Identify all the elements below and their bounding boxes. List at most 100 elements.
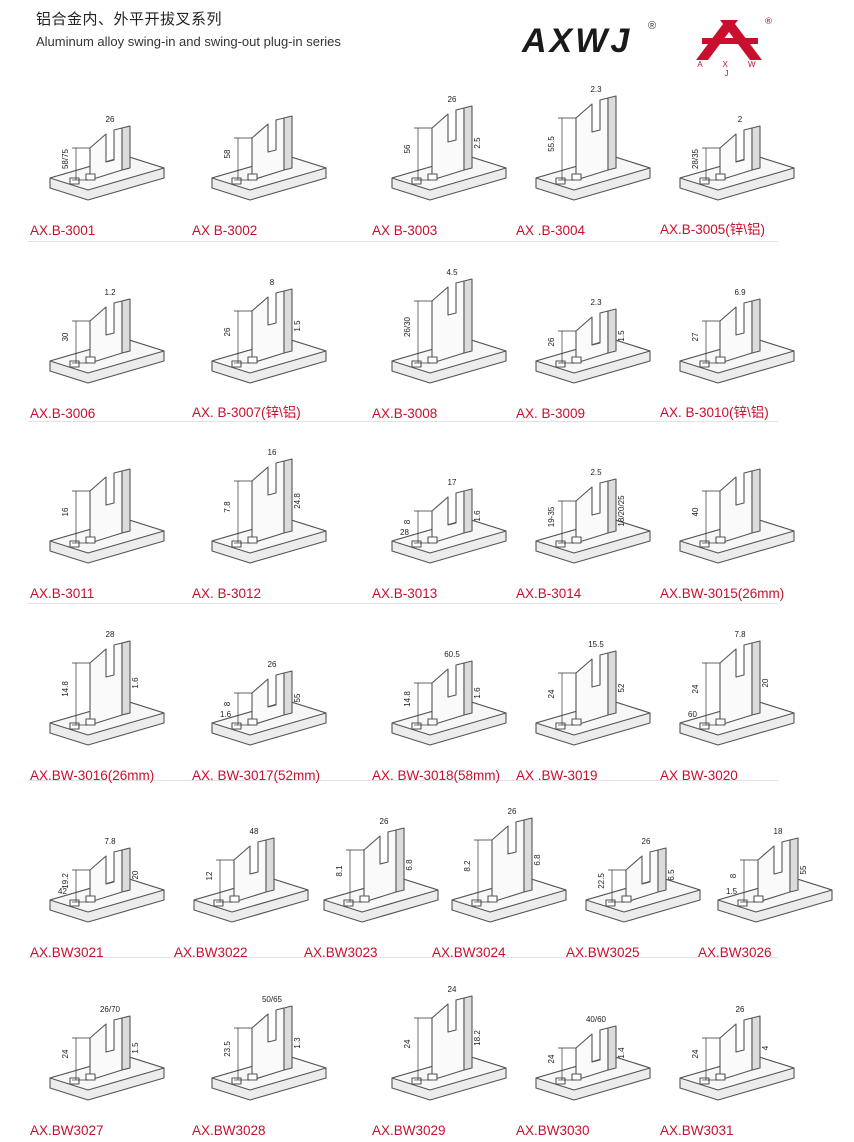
dimension-label: 60	[688, 710, 697, 719]
dimension-label: 6.8	[533, 854, 542, 866]
dimension-label: 1.5	[617, 330, 626, 342]
product-drawing-icon: 28/352	[679, 115, 795, 201]
dimension-label: 8	[223, 701, 232, 706]
dimension-label: 1.6	[473, 687, 482, 699]
product-code: AX.BW3022	[174, 945, 248, 960]
dimension-label: 16	[61, 507, 70, 516]
dimension-label: 24	[691, 1049, 700, 1058]
brand-logo-text: AXWJ	[522, 22, 633, 60]
product-drawing-icon: 12 48	[193, 827, 309, 923]
catalog-title-cn: 铝合金内、外平开拔叉系列	[36, 10, 223, 28]
dimension-label: 18	[774, 827, 783, 836]
dimension-label: 26	[106, 115, 115, 124]
dimension-label: 4.5	[446, 268, 458, 277]
product-code: AX.BW-3015(26mm)	[660, 586, 785, 601]
dimension-label: 8	[403, 519, 412, 524]
product-drawing-icon: 14.860.51.6	[391, 650, 507, 746]
dimension-label: 4	[761, 1045, 770, 1050]
dimension-label: 15.5	[588, 640, 604, 649]
product-code: AX.BW3026	[698, 945, 772, 960]
product-code: AX.BW3029	[372, 1123, 446, 1138]
product-code: AX.B-3006	[30, 406, 96, 421]
row-divider	[28, 780, 778, 781]
dimension-label: 7.8	[223, 501, 232, 513]
dimension-label: 16	[268, 448, 277, 457]
dimension-label: 8	[270, 278, 275, 287]
dimension-label: 14.8	[61, 681, 70, 697]
dimension-label: 26	[223, 327, 232, 336]
dimension-label: 7.8	[104, 837, 116, 846]
dimension-label: 52	[617, 683, 626, 692]
dimension-label: 55	[293, 693, 302, 702]
dimension-label: 20	[131, 870, 140, 879]
dimension-label: 1.2	[104, 288, 116, 297]
dimension-label: 26	[448, 95, 457, 104]
dimension-label: 24.8	[293, 493, 302, 509]
dimension-label: 28	[106, 630, 115, 639]
product-code: AX.BW3025	[566, 945, 640, 960]
row-divider	[28, 957, 778, 958]
brand-mark-icon: ®	[696, 17, 773, 60]
dimension-label: 1.5	[131, 1042, 140, 1054]
product-code: AX. B-3009	[516, 406, 586, 421]
product-code: AX. B-3012	[192, 586, 262, 601]
dimension-label: 8.2	[463, 860, 472, 872]
catalog-title-en: Aluminum alloy swing-in and swing-out pl…	[36, 34, 341, 49]
product-code: AX BW-3020	[660, 768, 738, 783]
dimension-label: 55.5	[547, 136, 556, 152]
product-code: AX.BW3031	[660, 1123, 734, 1138]
product-drawing-icon: 262.31.5	[535, 298, 651, 384]
product-drawing-icon: 40	[679, 468, 795, 564]
product-drawing-icon: 301.2	[49, 288, 165, 384]
dimension-label: 22.5	[597, 873, 606, 889]
dimension-label: 12	[205, 871, 214, 880]
dimension-label: 26	[508, 807, 517, 816]
product-code: AX.B-3008	[372, 406, 438, 421]
dimension-label: 58	[223, 149, 232, 158]
product-code: AX. B-3010(锌\铝)	[660, 405, 769, 420]
dimension-label: 48	[250, 827, 259, 836]
dimension-label: 7.8	[734, 630, 746, 639]
dimension-label: 6.5	[667, 869, 676, 881]
dimension-label: 42	[58, 887, 67, 896]
registered-mark: ®	[648, 20, 657, 32]
product-code: AX.B-3005(锌\铝)	[660, 222, 766, 237]
product-code: AX.BW-3016(26mm)	[30, 768, 155, 783]
product-drawing-icon: 19-352.518/20/25	[535, 468, 651, 564]
dimension-label: 2	[738, 115, 743, 124]
dimension-label: 1.4	[617, 1047, 626, 1059]
dimension-label: 8.1	[335, 865, 344, 877]
dimension-label: 50/65	[262, 995, 283, 1004]
product-drawing-icon: 58	[211, 115, 327, 201]
product-code: AX. B-3007(锌\铝)	[192, 405, 301, 420]
dimension-label: 1.3	[293, 1037, 302, 1049]
dimension-label: 26	[268, 660, 277, 669]
